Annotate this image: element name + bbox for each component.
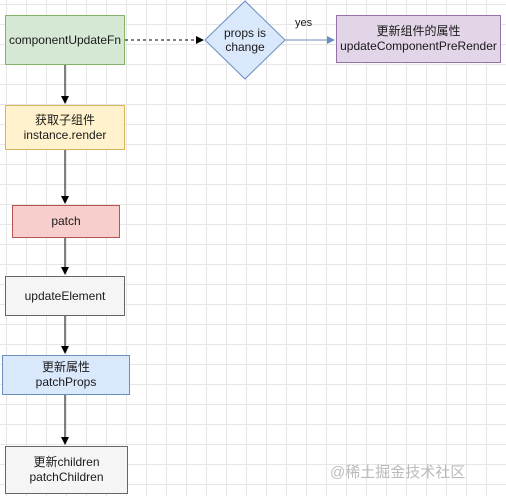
- node-patchChildren-label-1: 更新children: [33, 455, 100, 469]
- node-componentUpdateFn[interactable]: componentUpdateFn: [5, 15, 125, 65]
- decision-label-2: change: [225, 40, 265, 54]
- node-patch-label: patch: [51, 214, 81, 228]
- node-patchProps[interactable]: 更新属性 patchProps: [2, 355, 130, 395]
- node-get-child-component-label-1: 获取子组件: [34, 112, 95, 127]
- node-updateElement-label: updateElement: [24, 288, 106, 303]
- decision-label-1: props is: [223, 26, 267, 40]
- edge-yes-label: yes: [295, 17, 313, 29]
- node-updateComponentPreRender-label-1: 更新组件的属性: [376, 24, 461, 38]
- node-patch[interactable]: patch: [12, 205, 120, 238]
- node-patchProps-label-1: 更新属性: [41, 360, 90, 374]
- node-updateElement[interactable]: updateElement: [5, 276, 125, 316]
- node-get-child-component[interactable]: 获取子组件 instance.render: [5, 105, 125, 150]
- node-get-child-component-label-2: instance.render: [23, 127, 107, 142]
- node-updateComponentPreRender-label-2: updateComponentPreRender: [340, 39, 497, 53]
- decision-props-is-change-label: props is change: [207, 15, 283, 65]
- node-updateComponentPreRender[interactable]: 更新组件的属性 updateComponentPreRender: [336, 15, 501, 63]
- node-patchProps-label-2: patchProps: [35, 375, 97, 389]
- node-patchChildren-label-2: patchChildren: [29, 470, 104, 484]
- node-componentUpdateFn-label: componentUpdateFn: [8, 32, 122, 47]
- juejin-watermark: @稀土掘金技术社区: [330, 464, 466, 481]
- decision-diamond[interactable]: [204, 0, 286, 80]
- node-patchChildren[interactable]: 更新children patchChildren: [5, 446, 128, 494]
